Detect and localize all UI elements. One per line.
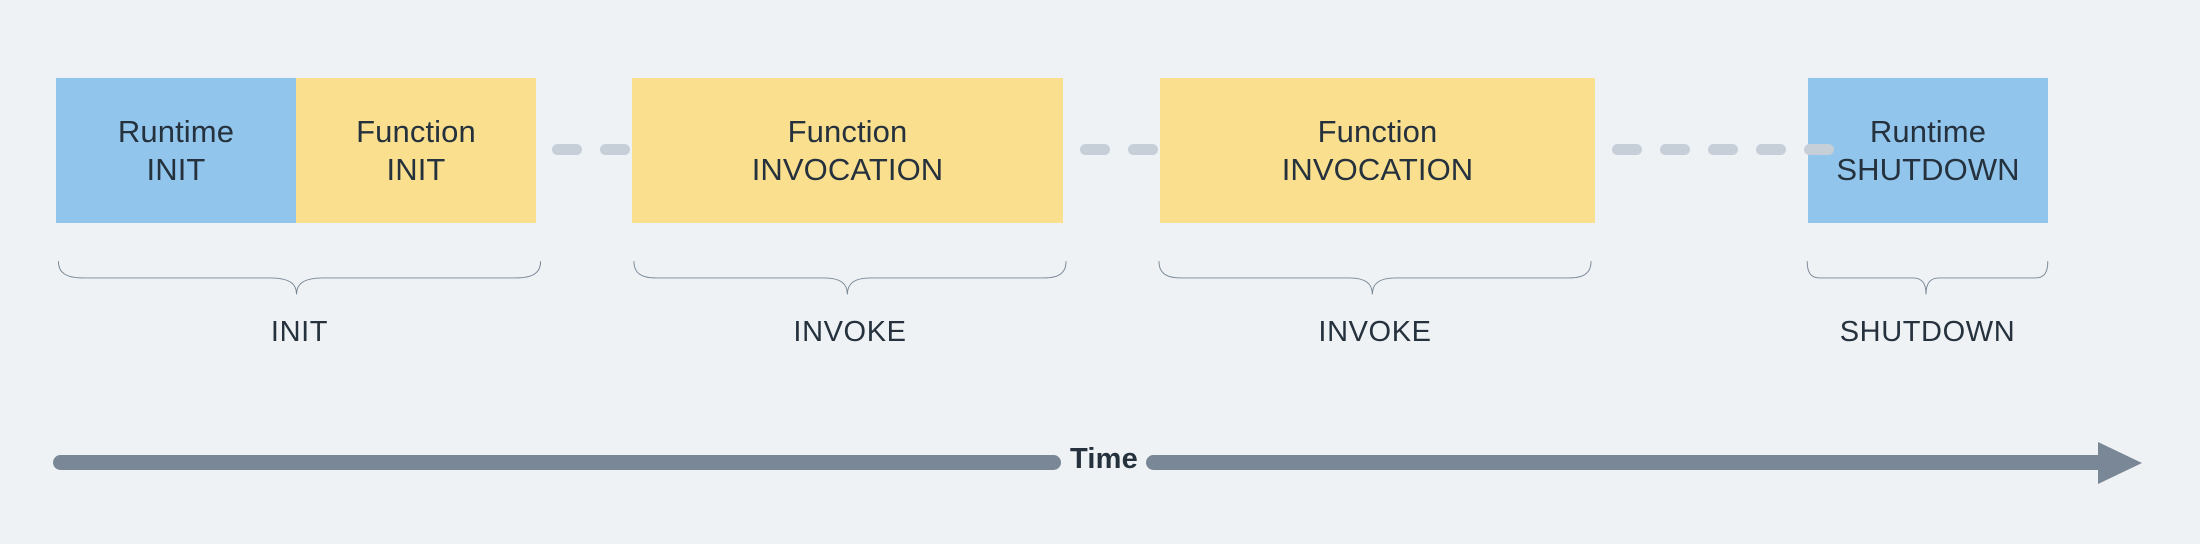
dash-segment-icon	[1080, 144, 1110, 155]
block-function-init-line2: INIT	[386, 151, 446, 187]
block-runtime-shutdown-line2: SHUTDOWN	[1836, 151, 2020, 187]
dash-segment-icon	[1660, 144, 1690, 155]
block-runtime-shutdown-line1: Runtime	[1869, 113, 1987, 149]
block-function-invocation-2: Function INVOCATION	[1160, 78, 1595, 223]
brace-init-icon	[54, 258, 545, 310]
brace-invoke-2-icon	[1155, 258, 1595, 310]
block-function-invocation-1: Function INVOCATION	[632, 78, 1063, 223]
dashed-connector-1	[552, 143, 630, 156]
dash-segment-icon	[1612, 144, 1642, 155]
dashed-connector-3	[1612, 143, 1834, 156]
block-runtime-init: Runtime INIT	[56, 78, 296, 223]
phase-label-shutdown: SHUTDOWN	[1839, 316, 2016, 348]
block-function-invocation-1-line2: INVOCATION	[751, 151, 944, 187]
block-function-invocation-1-line1: Function	[787, 113, 908, 149]
dash-segment-icon	[1756, 144, 1786, 155]
arrow-right-icon	[2098, 442, 2142, 484]
block-runtime-init-line1: Runtime	[117, 113, 235, 149]
brace-shutdown-icon	[1805, 258, 2050, 310]
dash-segment-icon	[1804, 144, 1834, 155]
time-axis-line-right	[1146, 455, 2106, 470]
dash-segment-icon	[552, 144, 582, 155]
phase-label-init: INIT	[270, 316, 329, 348]
dash-segment-icon	[600, 144, 630, 155]
block-function-invocation-2-line1: Function	[1317, 113, 1438, 149]
block-runtime-shutdown: Runtime SHUTDOWN	[1808, 78, 2048, 223]
block-function-init: Function INIT	[296, 78, 536, 223]
time-axis-line-left	[53, 455, 1061, 470]
dash-segment-icon	[1128, 144, 1158, 155]
time-axis-label: Time	[1070, 443, 1138, 475]
phase-label-invoke-1: INVOKE	[793, 316, 907, 348]
brace-invoke-1-icon	[630, 258, 1070, 310]
phase-label-invoke-2: INVOKE	[1318, 316, 1432, 348]
block-runtime-init-line2: INIT	[146, 151, 206, 187]
dashed-connector-2	[1080, 143, 1158, 156]
block-function-invocation-2-line2: INVOCATION	[1281, 151, 1474, 187]
dash-segment-icon	[1708, 144, 1738, 155]
block-function-init-line1: Function	[356, 113, 476, 149]
